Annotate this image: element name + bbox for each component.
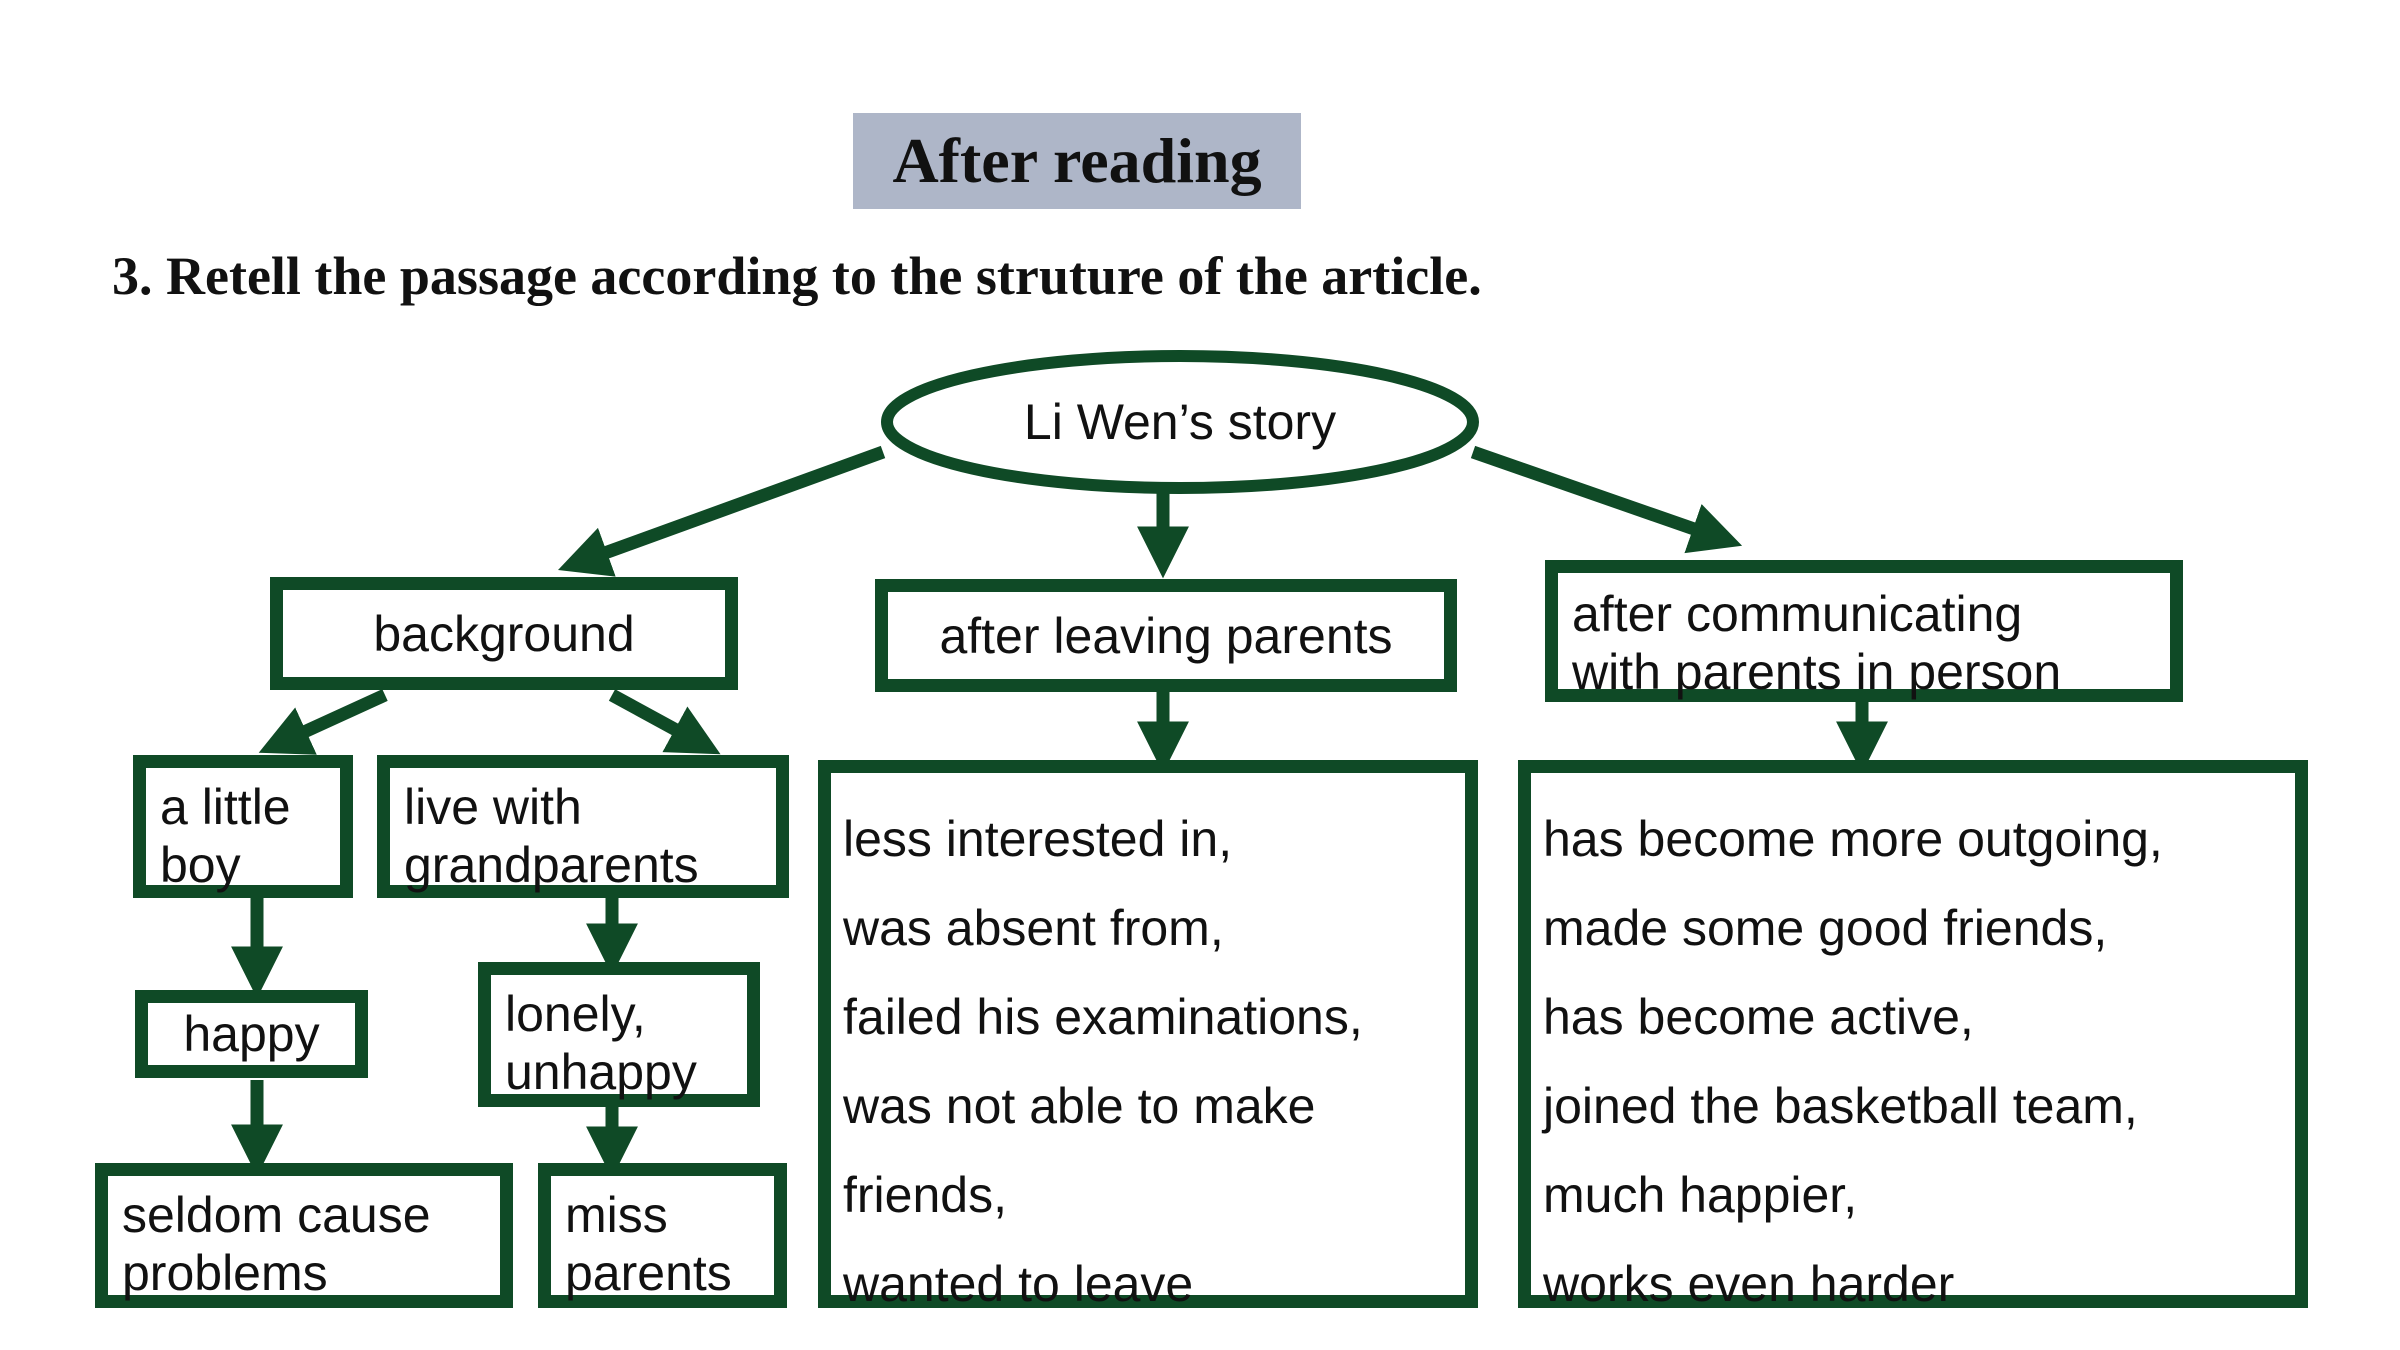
after-communicating-item: much happier,	[1543, 1167, 1858, 1223]
node-seldom-cause-problems: seldom cause problems	[95, 1163, 513, 1308]
after-leaving-item: was not able to make	[843, 1078, 1316, 1134]
root-ellipse	[881, 350, 1479, 494]
root-node: Li Wen’s story	[1023, 394, 1337, 450]
node-live-with-grandparents: live with grandparents	[377, 755, 789, 898]
section-title-text: After reading	[892, 125, 1262, 196]
after-leaving-list: less interested in, was absent from, fai…	[818, 760, 1478, 1312]
instruction-text: 3. Retell the passage according to the s…	[112, 246, 1482, 306]
after-communicating-item: works even harder	[1543, 1256, 1955, 1312]
section-title: After reading	[853, 113, 1301, 209]
node-seldom-label: seldom cause problems	[122, 1187, 431, 1301]
node-miss-parents: miss parents	[538, 1163, 787, 1308]
after-communicating-item: has become more outgoing,	[1543, 811, 2163, 867]
after-leaving-item: wanted to leave	[843, 1256, 1194, 1312]
after-communicating-item: has become active,	[1543, 989, 1974, 1045]
arrow-root-to-background	[558, 445, 886, 577]
node-lonely-unhappy: lonely, unhappy	[478, 962, 760, 1107]
after-leaving-item: less interested in,	[843, 811, 1233, 867]
arrow-root-to-after-communicating	[1470, 445, 1743, 554]
node-background: background	[270, 577, 738, 690]
node-background-label: background	[373, 605, 635, 662]
after-communicating-item: joined the basketball team,	[1543, 1078, 2138, 1134]
node-after-leaving-label: after leaving parents	[939, 607, 1393, 664]
node-little-boy-label: a little boy	[160, 779, 291, 893]
node-after-communicating-label: after communicating with parents in pers…	[1572, 586, 2062, 700]
node-miss-label: miss parents	[565, 1187, 732, 1301]
node-happy-label: happy	[183, 1006, 320, 1062]
node-grandparents-label: live with grandparents	[404, 779, 699, 893]
after-communicating-list: has become more outgoing, made some good…	[1518, 760, 2308, 1312]
node-little-boy: a little boy	[133, 755, 353, 898]
after-communicating-item: made some good friends,	[1543, 900, 2108, 956]
after-leaving-item: failed his examinations,	[843, 989, 1363, 1045]
node-after-communicating: after communicating with parents in pers…	[1545, 560, 2183, 702]
after-leaving-item: was absent from,	[843, 900, 1224, 956]
node-happy: happy	[135, 990, 368, 1078]
arrow-background-to-grandparents	[608, 689, 721, 755]
node-after-leaving: after leaving parents	[875, 579, 1457, 692]
node-lonely-label: lonely, unhappy	[505, 986, 697, 1100]
after-leaving-item: friends,	[843, 1167, 1007, 1223]
arrow-background-to-little-boy	[258, 689, 388, 755]
